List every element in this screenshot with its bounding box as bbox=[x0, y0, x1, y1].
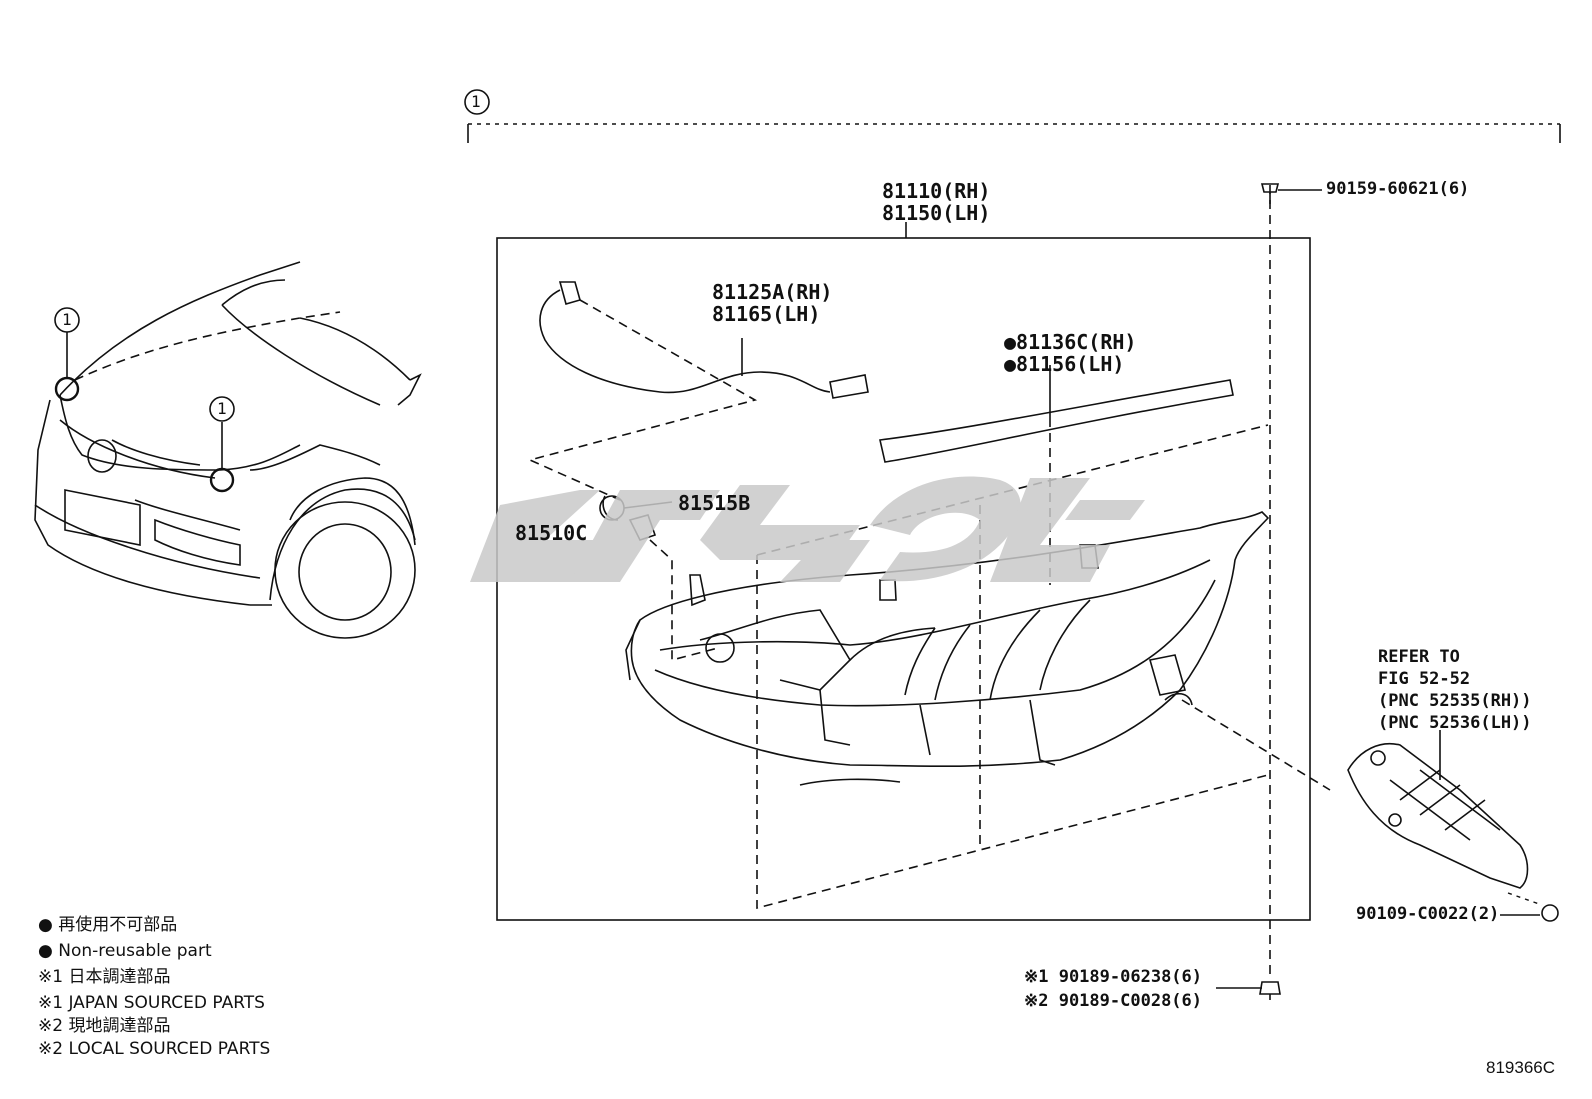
legend-line: ※2 現地調達部品 bbox=[38, 1016, 171, 1036]
label-refer-4: (PNC 52536(LH)) bbox=[1378, 713, 1532, 733]
wire-harness bbox=[527, 281, 869, 501]
legend-line: ● 再使用不可部品 bbox=[38, 915, 178, 935]
lamp-cover bbox=[879, 365, 1234, 463]
label-nut-2: ※2 90189-C0028(6) bbox=[1024, 991, 1203, 1011]
callout-number-center: 1 bbox=[217, 399, 227, 418]
label-bulb: 81510C bbox=[515, 521, 588, 545]
label-refer-3: (PNC 52535(RH)) bbox=[1378, 691, 1532, 711]
label-screw-top: 90159-60621(6) bbox=[1326, 179, 1470, 199]
callout-number-left: 1 bbox=[62, 310, 72, 329]
assembly-bracket bbox=[464, 89, 1561, 238]
callout-number-top: 1 bbox=[471, 92, 481, 111]
label-cover-rh: ●81136C(RH) bbox=[1004, 330, 1137, 354]
watermark-logo bbox=[470, 476, 1145, 582]
figure-id: 819366C bbox=[1486, 1058, 1556, 1077]
mounting-bracket bbox=[1347, 730, 1529, 889]
label-wire-lh: 81165(LH) bbox=[712, 302, 821, 326]
headlamp-body bbox=[625, 511, 1270, 786]
legend-line: ● Non-reusable part bbox=[38, 941, 212, 961]
label-refer-1: REFER TO bbox=[1378, 647, 1460, 667]
label-socket: 81515B bbox=[678, 491, 751, 515]
label-assy-rh: 81110(RH) bbox=[882, 179, 991, 203]
label-refer-2: FIG 52-52 bbox=[1378, 669, 1471, 689]
legend-line: ※1 日本調達部品 bbox=[38, 967, 171, 987]
vehicle-front-view bbox=[34, 261, 422, 639]
label-assy-lh: 81150(LH) bbox=[882, 201, 991, 225]
legend-line: ※2 LOCAL SOURCED PARTS bbox=[38, 1039, 271, 1059]
label-bolt-right: 90109-C0022(2) bbox=[1356, 904, 1500, 924]
label-nut-1: ※1 90189-06238(6) bbox=[1024, 967, 1203, 987]
legend-line: ※1 JAPAN SOURCED PARTS bbox=[38, 993, 265, 1013]
label-cover-lh: ●81156(LH) bbox=[1004, 352, 1125, 376]
fasteners bbox=[1216, 183, 1559, 1000]
label-wire-rh: 81125A(RH) bbox=[712, 280, 833, 304]
